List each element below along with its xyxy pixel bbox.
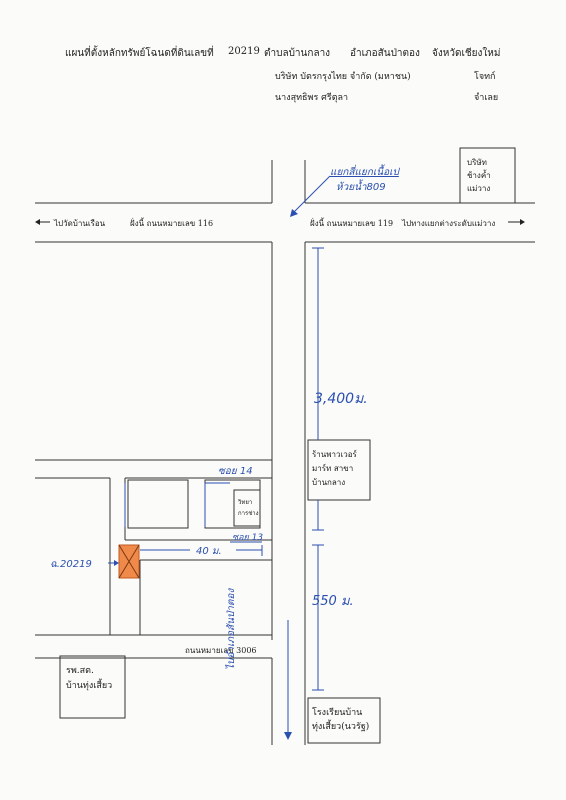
header-deed-number: 20219 [228,46,260,57]
powermart-box [307,439,371,501]
handwritten-soi-13: ซอย 13 [232,533,264,543]
school-label: โรงเรียนบ้าน ทุ่งเสี้ยว(นวรัฐ) [312,706,369,734]
small-shop-box [233,489,261,527]
deed-parcel-cross-b [118,544,140,579]
junction-arrow-line [291,175,331,215]
hospital-line-2: บ้านทุ่งเสี้ยว [66,681,113,691]
hospital-box [59,655,126,719]
school-box [307,697,381,744]
handwritten-deed-label: ฉ.20219 [50,559,92,570]
handwritten-soi-14: ซอย 14 [218,466,253,477]
header-person: นางสุทธิพร ศรีตุลา [275,93,349,103]
company-line-3: แม่วาง [467,184,491,193]
arrow-right-head [520,219,525,225]
small-shop-line-2: การช่าง [238,510,259,517]
road-label-direction-left: ไปวัดบ้านเรือน [54,219,106,228]
arrow-left-head [35,219,40,225]
small-shop-line-1: วิทยา [238,499,253,506]
powermart-line-3: บ้านกลาง [312,478,346,487]
powermart-line-1: ร้านพาวเวอร์ [312,450,357,459]
road-label-3006: ถนนหมายเลข 3006 [185,646,257,655]
handwritten-distance-550: 550 ม. [312,594,354,609]
header-company: บริษัท บัตรกรุงไทย จำกัด (มหาชน) [275,72,411,82]
company-box-label: บริษัท ช้างค้ำ แม่วาง [467,156,491,195]
handwritten-road-vertical: ไปอำเภอสันป่าตอง [226,588,237,670]
header-role-plaintiff: โจทก์ [474,72,496,82]
powermart-line-2: มาร์ท สาขา [312,464,354,473]
road-label-116: ฝั่งนี้ ถนนหมายเลข 116 [130,219,214,228]
powermart-label: ร้านพาวเวอร์ มาร์ท สาขา บ้านกลาง [312,448,357,490]
vertical-road-arrow-head [284,732,292,740]
hospital-label: รพ.สต. บ้านทุ่งเสี้ยว [66,664,112,694]
company-box [459,147,516,204]
handwritten-distance-40: 40 ม. [196,546,222,557]
header-district: อำเภอสันป่าตอง [350,48,420,59]
handwritten-distance-long: 3,400ม. [314,391,368,407]
road-label-direction-right: ไปทางแยกต่างระดับแม่วาง [402,219,496,228]
header-province: จังหวัดเชียงใหม่ [432,48,501,59]
company-line-2: ช้างค้ำ [467,171,491,180]
header-title: แผนที่ตั้งหลักทรัพย์โฉนดที่ดินเลขที่ [65,48,214,59]
junction-arrow-head [290,209,298,217]
school-line-1: โรงเรียนบ้าน [312,708,363,718]
company-line-1: บริษัท [467,158,487,167]
left-block-building [127,479,189,529]
header-role-defendant: จำเลย [474,93,499,103]
road-label-119: ฝั่งนี้ ถนนหมายเลข 119 [310,219,394,228]
header-subdistrict: ตำบลบ้านกลาง [264,48,331,59]
deed-pointer-head [114,560,119,566]
handwritten-junction-name: แยกสี่แยกเนื้อเป [330,167,399,178]
small-shop-label: วิทยา การช่าง [238,497,259,519]
handwritten-junction-sub: ห้วยน้ำ809 [336,182,386,193]
hospital-line-1: รพ.สต. [66,666,94,676]
school-line-2: ทุ่งเสี้ยว(นวรัฐ) [312,722,370,732]
